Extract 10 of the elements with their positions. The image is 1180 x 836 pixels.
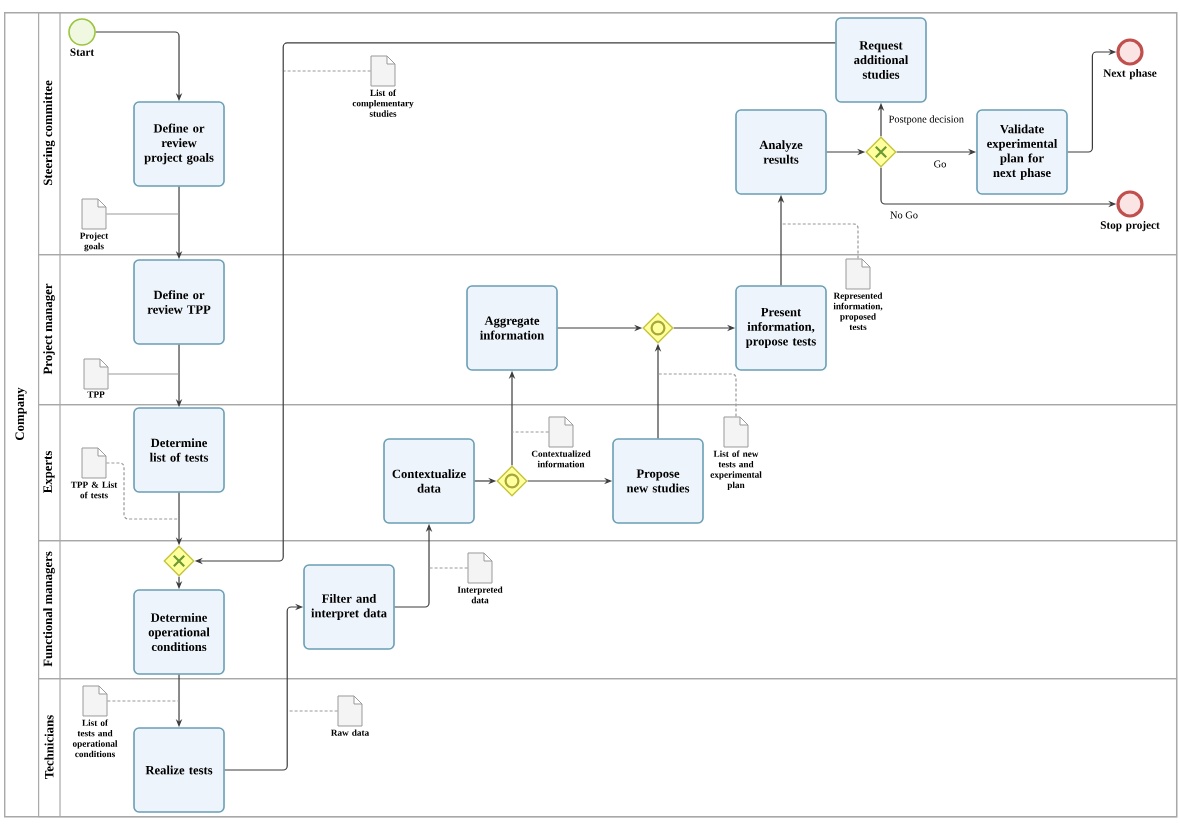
association-line <box>105 462 180 520</box>
association-line <box>657 373 737 418</box>
association-line <box>428 567 469 569</box>
association-line <box>106 700 180 702</box>
association-line <box>283 70 372 72</box>
association-line <box>780 223 859 260</box>
association-line <box>105 213 180 215</box>
association-line <box>287 710 339 712</box>
association-line <box>107 373 180 375</box>
association-line <box>511 431 550 433</box>
